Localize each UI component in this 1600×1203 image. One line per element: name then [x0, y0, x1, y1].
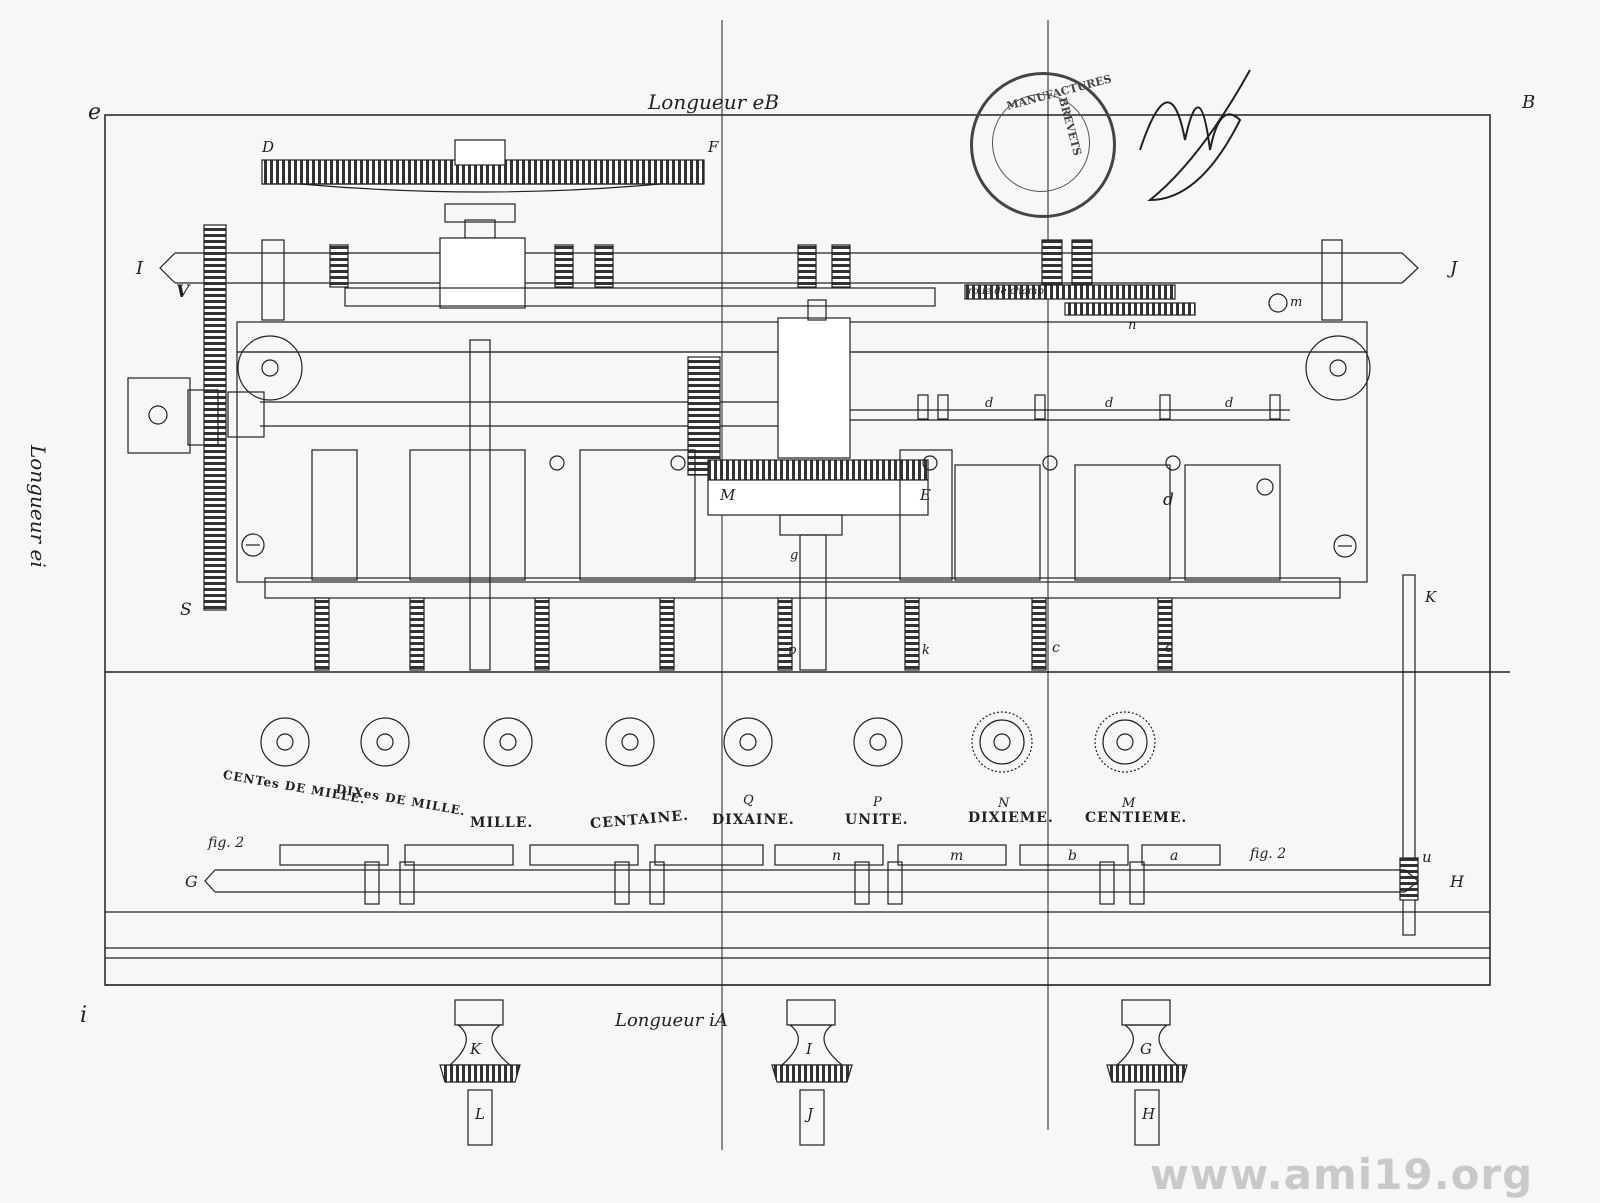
label-h: H [1450, 872, 1464, 891]
rack-label: k [922, 643, 930, 658]
corner-i: i [80, 1003, 88, 1028]
gear [797, 244, 817, 288]
d-label: d [1105, 396, 1114, 411]
gear [554, 244, 574, 288]
dial-letter-n: N [998, 796, 1010, 811]
rack-label: c [1165, 640, 1173, 656]
dial-letter-m: M [1122, 796, 1136, 811]
gear [1071, 239, 1093, 293]
label-m-small: m [1290, 295, 1303, 310]
side-length-label: Longueur ei [26, 445, 50, 568]
knob-k-bottom: L [475, 1105, 485, 1123]
gear [329, 244, 349, 288]
rack-label: c [1052, 640, 1060, 656]
label-e: E [920, 486, 931, 504]
central-column [777, 317, 851, 459]
knob-k [439, 999, 521, 1146]
rack [409, 597, 425, 671]
rack [1157, 597, 1173, 671]
d-label: d [1225, 396, 1234, 411]
slot-label: n [832, 848, 842, 864]
gear [831, 244, 851, 288]
knob-i-bottom: J [807, 1105, 814, 1123]
gear-vs [203, 224, 227, 611]
label-u: u [1422, 848, 1432, 866]
corner-b: B [1522, 92, 1536, 113]
label-j: J [1450, 258, 1458, 279]
knob-g [1106, 999, 1188, 1146]
knob-i [771, 999, 853, 1146]
slot-label: a [1170, 848, 1179, 864]
label-k-right: K [1425, 588, 1437, 606]
label-s: S [180, 600, 192, 620]
fig2-left: fig. 2 [208, 835, 245, 851]
rack [1031, 597, 1047, 671]
watermark: www.ami19.org [1150, 1150, 1534, 1199]
label-g: G [185, 872, 198, 891]
slot-label: m [950, 848, 964, 864]
gear-vertical [687, 356, 721, 476]
label-f: F [708, 138, 719, 156]
caption-dixaine: DIXAINE. [712, 812, 795, 828]
fig2-right: fig. 2 [1250, 846, 1287, 862]
dial [260, 717, 310, 767]
wheel-hub [454, 139, 506, 166]
roue-de-champ-label: roue de champ [968, 286, 1044, 297]
label-v: V [176, 282, 190, 302]
signature-icon [1139, 69, 1251, 202]
dial [605, 717, 655, 767]
dial [853, 717, 903, 767]
gear [1041, 239, 1063, 293]
dial [360, 717, 410, 767]
label-d: D [262, 138, 275, 156]
knob-k-top: K [470, 1040, 482, 1058]
rack [904, 597, 920, 671]
gear [594, 244, 614, 288]
knob-i-top: I [806, 1040, 812, 1058]
caption-centieme: CENTIEME. [1085, 810, 1188, 826]
label-i: I [136, 258, 144, 279]
d-label: d [1163, 490, 1174, 510]
dial [483, 717, 533, 767]
rack-horizontal [707, 459, 929, 481]
knob-g-top: G [1140, 1040, 1152, 1058]
gear-u [1399, 857, 1419, 901]
bottom-length-label: Longueur iA [615, 1010, 728, 1031]
knob-g-bottom: H [1142, 1105, 1156, 1123]
dial [1094, 711, 1156, 773]
pulley-left [237, 335, 303, 401]
corner-e: e [88, 100, 102, 125]
rack [534, 597, 550, 671]
dial-letter-q: Q [743, 793, 754, 808]
dial [971, 711, 1033, 773]
dial [723, 717, 773, 767]
rack-label: p [788, 643, 797, 658]
rack [659, 597, 675, 671]
pulley-right [1305, 335, 1371, 401]
label-n-small: n [1128, 318, 1137, 333]
dial-letter-p: P [873, 795, 882, 810]
seal-icon [970, 72, 1116, 218]
roue-de-champ [964, 284, 1176, 300]
slot-label: b [1068, 848, 1077, 864]
top-length-label: Longueur eB [648, 90, 780, 114]
caption-dixieme: DIXIEME. [968, 810, 1054, 826]
rack [314, 597, 330, 671]
caption-mille: MILLE. [470, 815, 534, 831]
label-m: M [720, 486, 736, 504]
label-g-small: g [790, 548, 799, 563]
caption-unite: UNITE. [845, 812, 909, 828]
d-label: d [985, 396, 994, 411]
rack [777, 597, 793, 671]
